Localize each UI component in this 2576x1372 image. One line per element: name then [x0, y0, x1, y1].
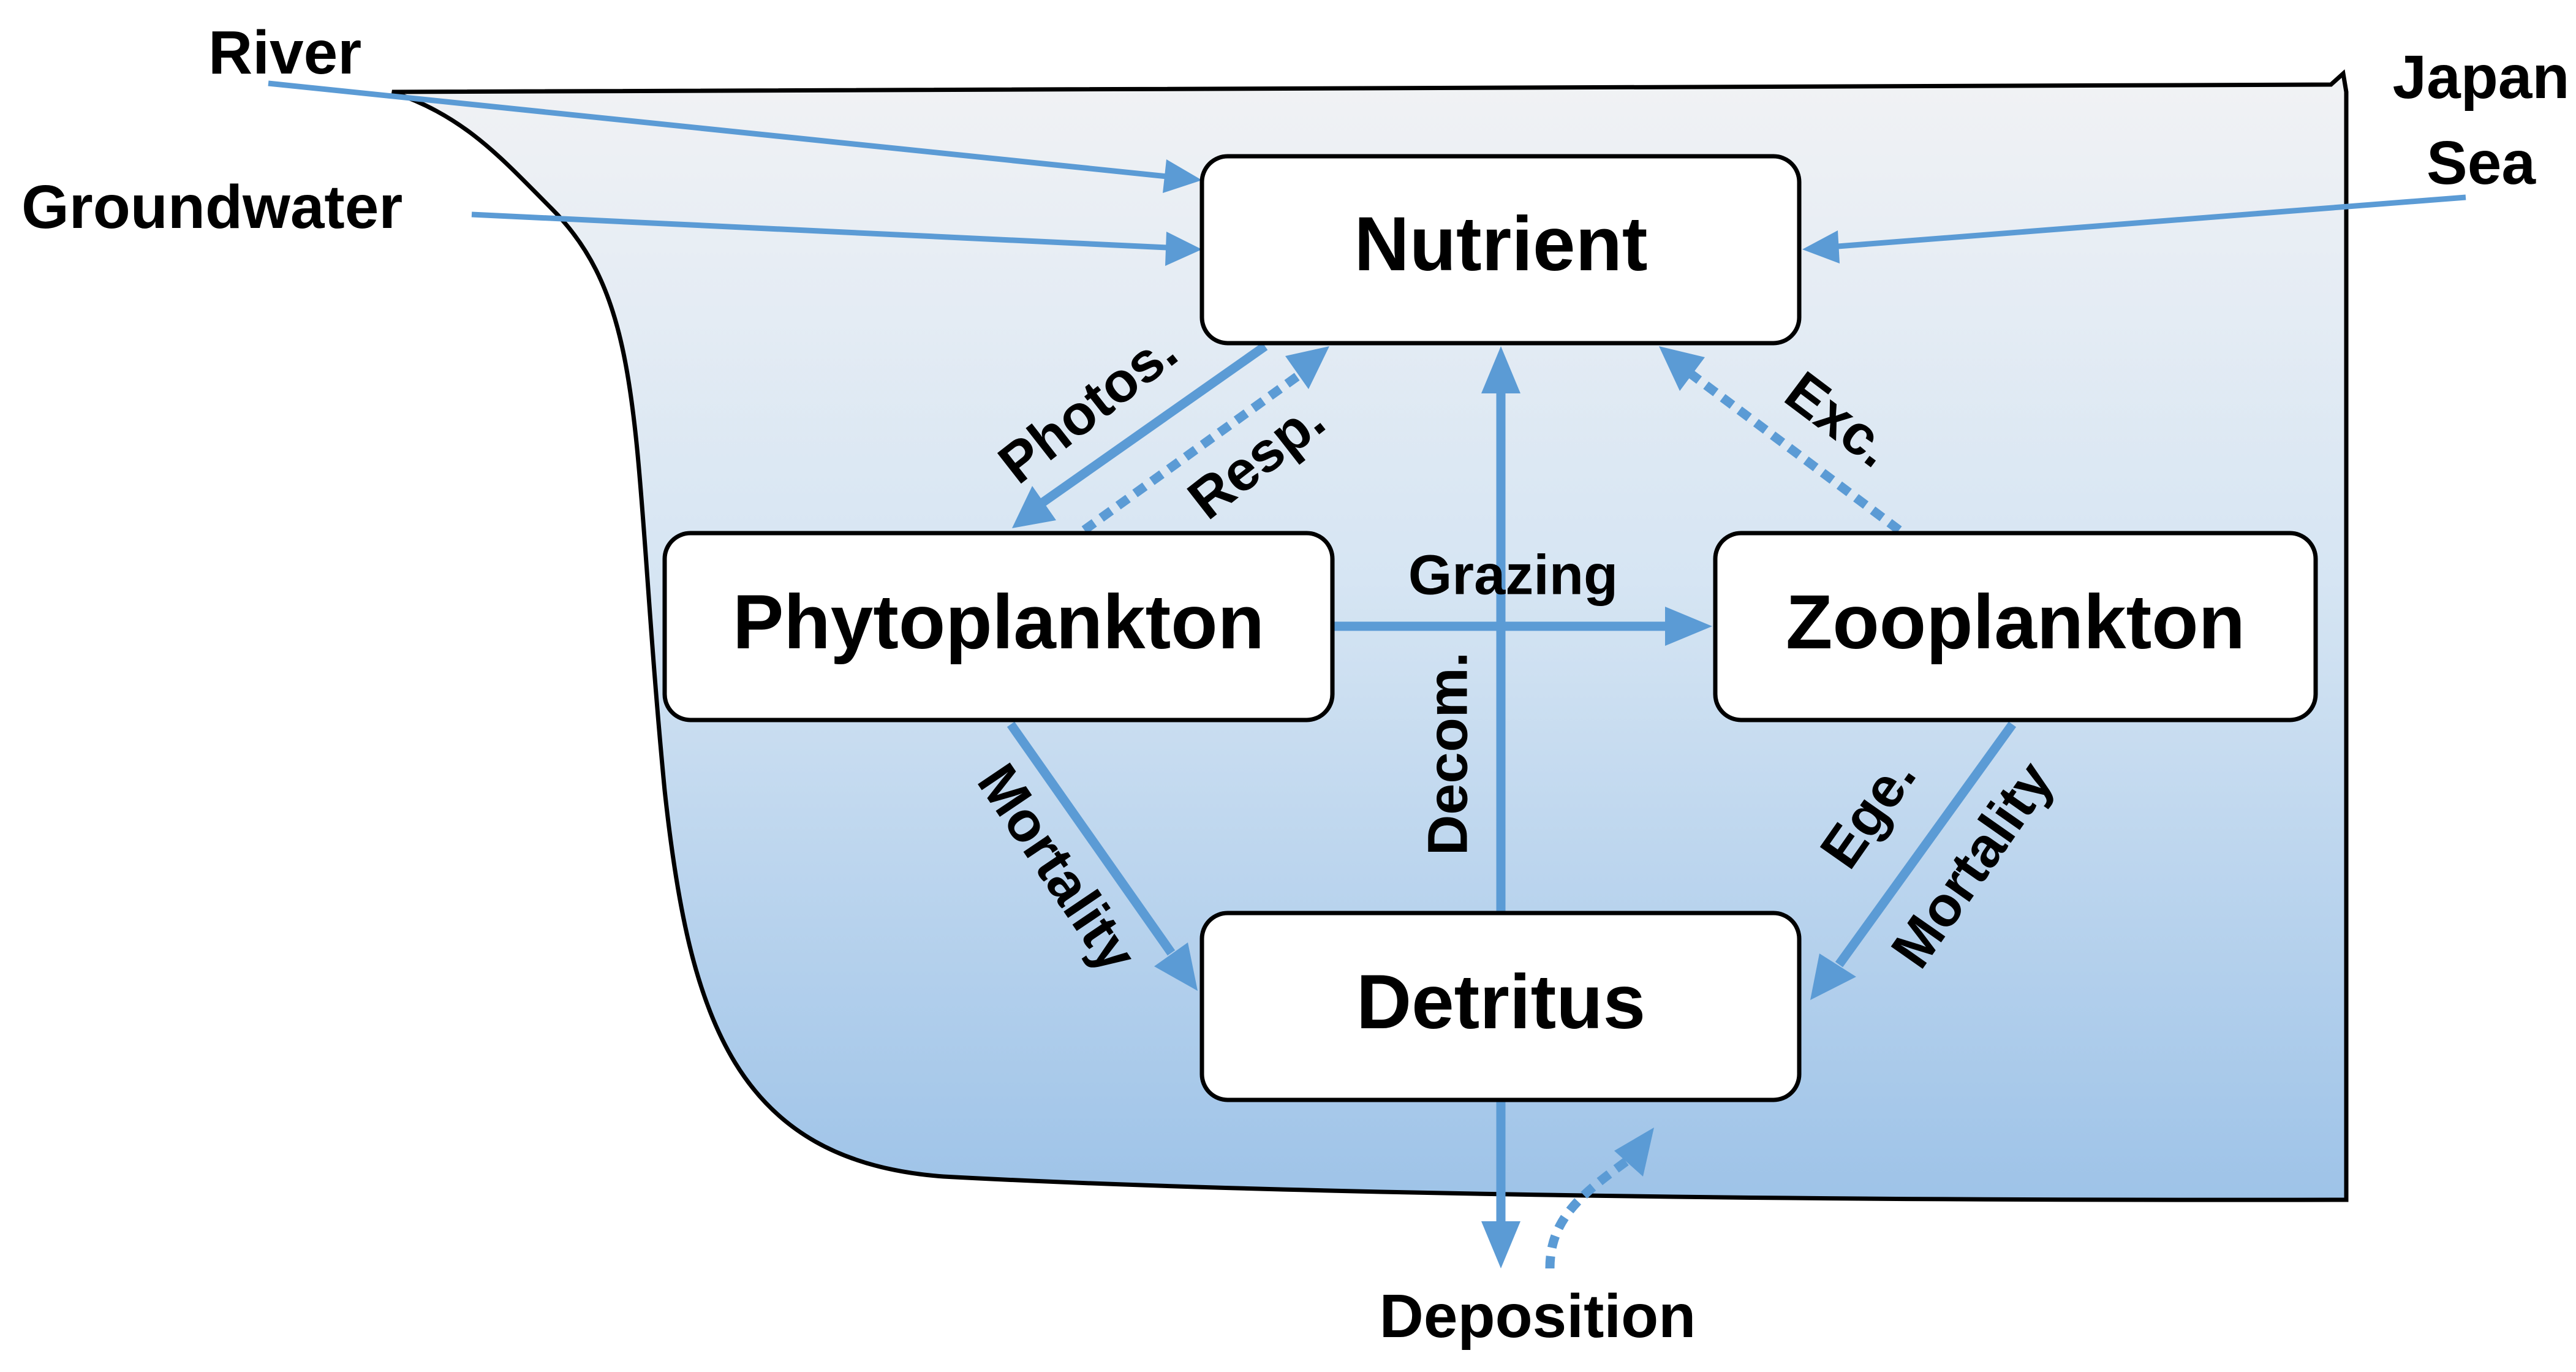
decomposition-label: Decom.	[1416, 652, 1479, 855]
detritus-label: Detritus	[1356, 960, 1645, 1045]
respiration-arrow	[1081, 372, 1301, 534]
japan-sea-label-line2: Sea	[2427, 129, 2536, 197]
deposition-label: Deposition	[1380, 1282, 1696, 1351]
river-inflow-arrow	[268, 80, 1168, 180]
nutrient-label: Nutrient	[1354, 202, 1647, 287]
resuspension-arrowhead	[1614, 1128, 1654, 1177]
phyto-mortality-arrow	[1007, 721, 1176, 956]
japan-sea-label-line1: Japan	[2392, 43, 2569, 112]
groundwater-inflow-arrow	[471, 211, 1168, 251]
photosynthesis-arrow	[1040, 342, 1268, 507]
grazing-arrowhead	[1665, 607, 1712, 646]
phyto-mortality-arrowhead	[1154, 942, 1198, 991]
resuspension-arrow	[1545, 1157, 1630, 1269]
respiration-arrowhead	[1285, 346, 1329, 389]
river-label: River	[208, 18, 361, 87]
detritus-box: Detritus	[1199, 911, 1802, 1102]
deposition-arrowhead	[1481, 1221, 1520, 1268]
grazing-label: Grazing	[1408, 544, 1618, 606]
decomposition-arrowhead	[1481, 346, 1520, 393]
zoo-egestion-mortality-arrow	[1835, 721, 2017, 968]
water-basin	[391, 69, 2349, 1202]
photosynthesis-arrowhead	[1012, 486, 1056, 528]
phytoplankton-label: Phytoplankton	[733, 580, 1264, 665]
japan-sea-inflow-arrowhead	[1802, 230, 1840, 263]
phytoplankton-box: Phytoplankton	[662, 531, 1335, 722]
zooplankton-label: Zooplankton	[1786, 580, 2245, 665]
excretion-arrow	[1688, 370, 1902, 534]
japan-sea-inflow-arrow	[1837, 194, 2466, 249]
nutrient-box: Nutrient	[1199, 154, 1802, 346]
zoo-egestion-mortality-arrowhead	[1810, 953, 1856, 1000]
river-inflow-arrowhead	[1163, 159, 1202, 193]
excretion-arrowhead	[1659, 346, 1705, 391]
groundwater-inflow-arrowhead	[1165, 232, 1202, 266]
groundwater-label: Groundwater	[21, 173, 402, 241]
zooplankton-box: Zooplankton	[1713, 531, 2318, 722]
